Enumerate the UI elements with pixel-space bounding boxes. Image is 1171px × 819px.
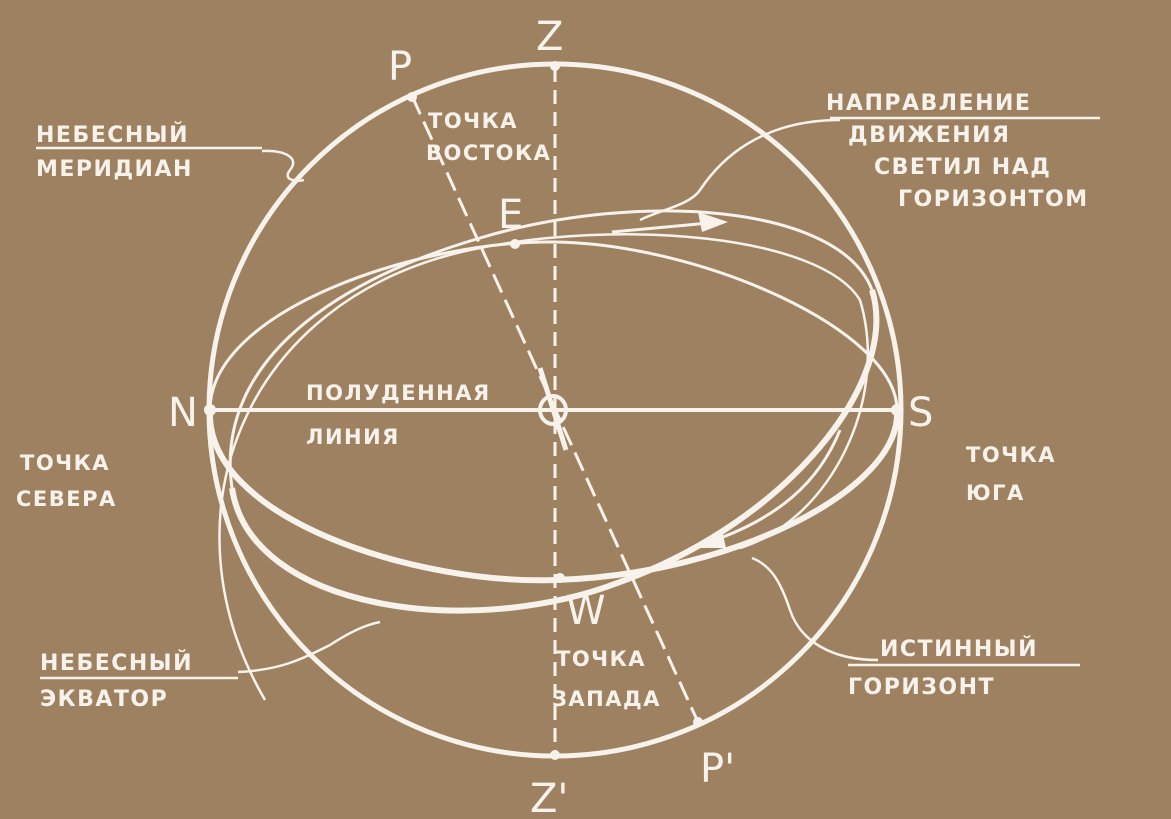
point-s-label: S	[908, 390, 933, 436]
equator-label-line2: ЭКВАТОР	[40, 687, 168, 712]
point-p-dot	[407, 92, 417, 102]
point-n-dot	[204, 404, 216, 416]
south-label-line1: ТОЧКА	[966, 443, 1056, 467]
point-e-dot	[510, 239, 520, 249]
horizon-label-line1: ИСТИННЫЙ	[880, 636, 1038, 662]
point-z-dot	[550, 61, 560, 71]
horizon-label-line2: ГОРИЗОНТ	[848, 675, 995, 700]
motion-label-line2: ДВИЖЕНИЯ	[848, 123, 1011, 148]
point-z-label: Z	[536, 14, 563, 60]
point-p-prime-label: P'	[700, 746, 735, 792]
motion-label-line4: ГОРИЗОНТОМ	[898, 187, 1089, 212]
point-s-dot	[891, 404, 903, 416]
meridian-label-line2: МЕРИДИАН	[36, 157, 193, 182]
arrowhead-lower	[694, 530, 726, 548]
west-label-line2: ЗАПАДА	[552, 687, 661, 711]
north-label-line2: СЕВЕРА	[16, 487, 117, 511]
noon-line-label-2: ЛИНИЯ	[306, 425, 400, 449]
noon-line-label-1: ПОЛУДЕННАЯ	[306, 381, 491, 405]
east-label-line2: ВОСТОКА	[426, 141, 551, 165]
point-w-dot	[555, 573, 565, 583]
luminary-path	[219, 234, 860, 700]
north-label-line1: ТОЧКА	[20, 451, 110, 475]
point-p-prime-dot	[693, 717, 703, 727]
point-z-prime-dot	[550, 750, 560, 760]
leader-motion	[640, 120, 840, 220]
point-w-label: W	[566, 588, 606, 634]
motion-label-line3: СВЕТИЛ НАД	[874, 155, 1051, 180]
west-label-line1: ТОЧКА	[556, 647, 646, 671]
motion-label-line1: НАПРАВЛЕНИЕ	[826, 91, 1031, 116]
point-e-label: E	[498, 192, 523, 238]
equator-label-line1: НЕБЕСНЫЙ	[40, 650, 193, 676]
south-label-line2: ЮГА	[966, 481, 1025, 505]
leader-equator	[238, 622, 380, 672]
east-label-line1: ТОЧКА	[428, 109, 518, 133]
meridian-label-line1: НЕБЕСНЫЙ	[36, 122, 189, 148]
point-z-prime-label: Z'	[530, 776, 568, 819]
point-p-label: P	[388, 44, 412, 90]
point-n-label: N	[168, 390, 198, 436]
